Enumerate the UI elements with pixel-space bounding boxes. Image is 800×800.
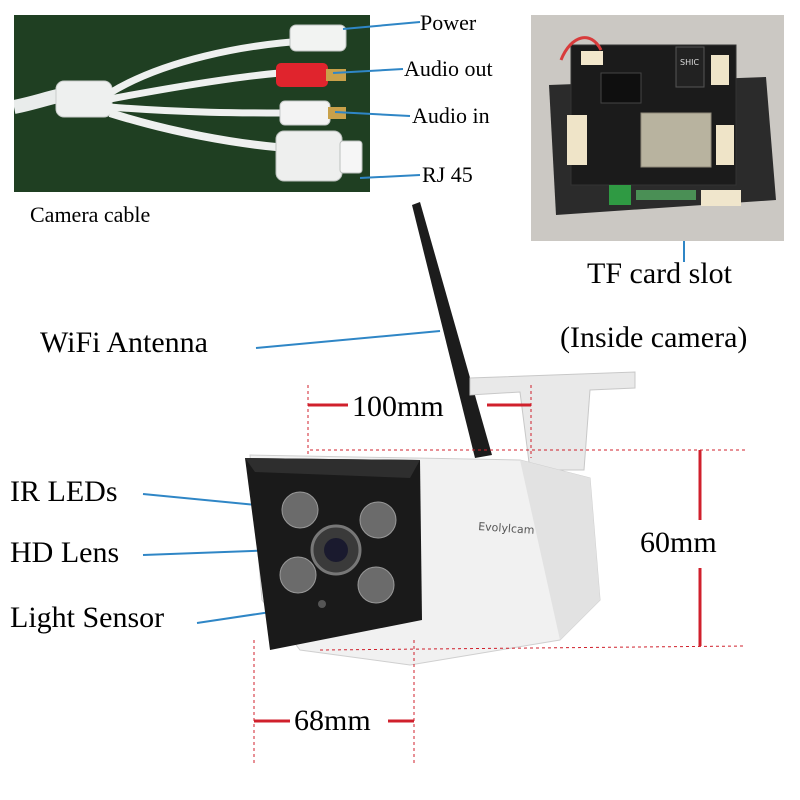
dimension-length: 100mm <box>352 390 444 423</box>
mount-bracket <box>469 371 636 471</box>
dimension-height: 60mm <box>640 526 717 559</box>
label-ir-leds: IR LEDs <box>10 475 118 508</box>
camera-cable-photo <box>14 15 370 192</box>
inside-camera-label: (Inside camera) <box>560 321 748 354</box>
light-sensor <box>318 600 326 608</box>
rj45-leader <box>359 174 421 179</box>
board-marking: SHIC <box>680 58 699 67</box>
ir-led-1 <box>281 491 319 529</box>
power-leader <box>342 21 421 30</box>
ir-led-2 <box>359 501 397 539</box>
label-wifi-antenna: WiFi Antenna <box>40 326 208 359</box>
label-hd-lens: HD Lens <box>10 536 120 569</box>
label-light-sensor: Light Sensor <box>10 601 165 634</box>
ir-led-4 <box>357 566 395 604</box>
label-power: Power <box>420 10 477 35</box>
ir-led-3 <box>279 556 317 594</box>
camera-cable-caption: Camera cable <box>30 202 151 227</box>
audio-in-leader <box>334 111 411 117</box>
label-rj45: RJ 45 <box>422 162 473 187</box>
label-audio-out: Audio out <box>404 56 493 81</box>
label-audio-in: Audio in <box>412 103 490 128</box>
camera-brand: Evolylcam <box>478 520 535 537</box>
dimension-width: 68mm <box>294 704 371 737</box>
tf-card-label: TF card slot <box>587 257 732 290</box>
antenna-leader <box>255 330 441 349</box>
circuit-board-photo: SHIC <box>531 15 784 241</box>
audio-out-leader <box>332 68 404 74</box>
